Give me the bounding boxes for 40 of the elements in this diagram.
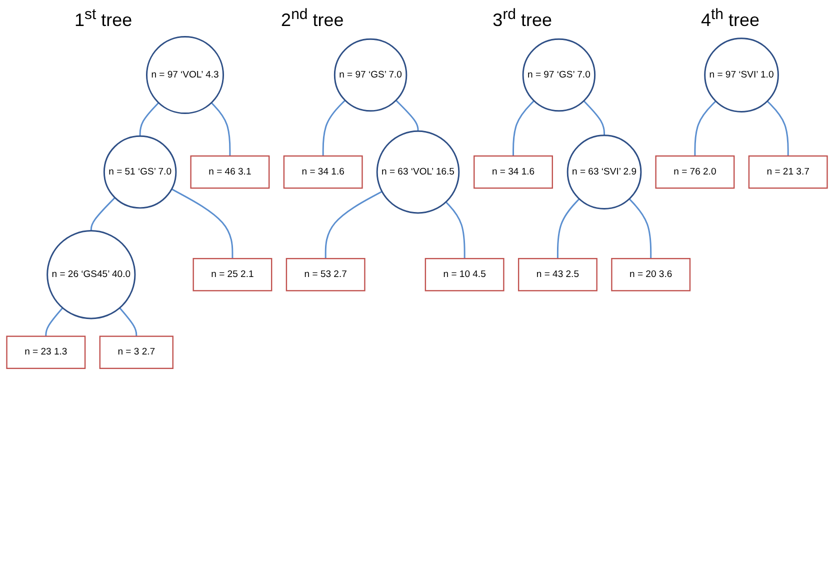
node-circle: n = 97 ‘GS’ 7.0 — [522, 38, 596, 112]
node-box: n = 20 3.6 — [611, 258, 691, 292]
connector — [445, 201, 466, 259]
tree-title: 3$^{rd}$ tree — [492, 6, 552, 32]
node-box: n = 23 1.3 — [6, 336, 86, 369]
node-circle: n = 97 ‘GS’ 7.0 — [334, 38, 408, 112]
node-box: n = 34 1.6 — [283, 155, 363, 189]
node-box: n = 53 2.7 — [286, 258, 366, 292]
connector — [171, 188, 234, 259]
node-box: n = 43 2.5 — [518, 258, 598, 292]
connector — [766, 100, 789, 156]
connector — [322, 100, 346, 156]
tree-title: 1$^{st}$ tree — [74, 6, 132, 32]
node-circle: n = 97 ‘VOL’ 4.3 — [146, 36, 224, 114]
node-circle: n = 63 ‘VOL’ 16.5 — [376, 130, 460, 214]
node-circle: n = 51 ‘GS’ 7.0 — [103, 135, 177, 209]
connector — [512, 100, 534, 156]
node-box: n = 10 4.5 — [424, 258, 504, 292]
connector — [90, 197, 116, 231]
node-circle: n = 63 ‘SVI’ 2.9 — [566, 134, 642, 210]
connector — [119, 307, 138, 336]
connector — [324, 190, 382, 259]
connector — [395, 100, 419, 132]
node-box: n = 25 2.1 — [192, 258, 272, 292]
node-circle: n = 97 ‘SVI’ 1.0 — [704, 38, 779, 112]
node-circle: n = 26 ‘GS45’ 40.0 — [46, 230, 136, 320]
connector — [210, 102, 231, 156]
node-box: n = 21 3.7 — [748, 155, 828, 189]
node-box: n = 34 1.6 — [474, 155, 553, 189]
node-box: n = 3 2.7 — [99, 336, 174, 369]
connector — [556, 198, 580, 259]
connector — [628, 198, 652, 259]
tree-title: 2$^{nd}$ tree — [281, 6, 344, 32]
connector — [583, 100, 606, 136]
node-box: n = 76 2.0 — [655, 155, 735, 189]
tree-title: 4$^{th}$ tree — [700, 6, 760, 32]
connector — [694, 100, 716, 156]
node-box: n = 46 3.1 — [190, 155, 270, 189]
connector — [139, 102, 160, 136]
connector — [45, 307, 64, 336]
